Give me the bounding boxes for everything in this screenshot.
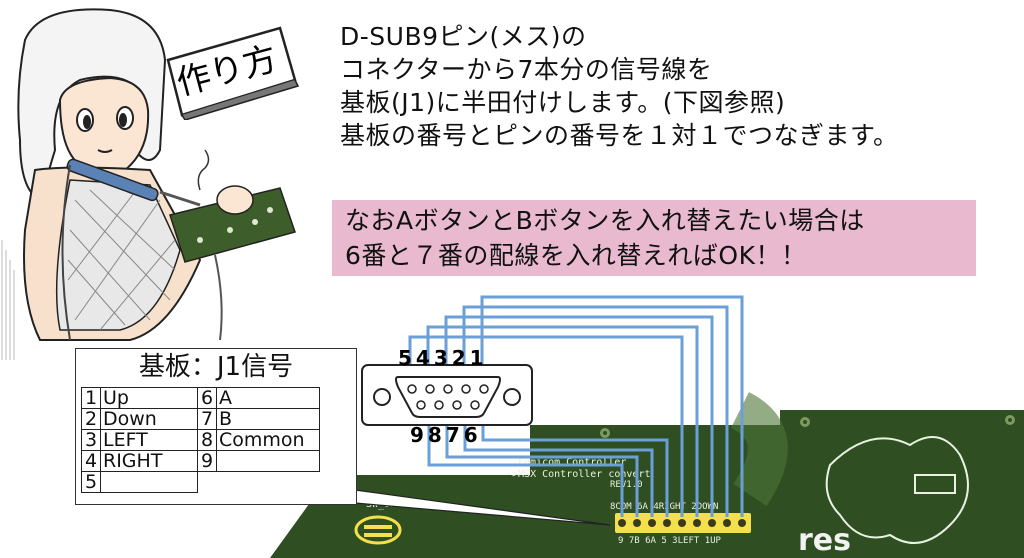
header-top-labels: 8COM 6A 4RIGHT 2DOWN <box>610 502 718 512</box>
dsub9-connector <box>361 364 533 426</box>
table-row: 2 Down 7 B <box>81 408 320 430</box>
note-line: 6番と７番の配線を入れ替えればOK！！ <box>345 241 807 270</box>
pin-number: 8 <box>197 429 217 451</box>
connector-top-pins: 54321 <box>398 346 488 370</box>
connector-bottom-pins: 9876 <box>410 423 482 447</box>
table-row: 5 <box>81 471 320 493</box>
pin-number: 2 <box>81 408 101 430</box>
silk-line1: Famicom Controller <box>518 457 626 468</box>
pin-signal <box>100 471 198 493</box>
pin-number: 7 <box>197 408 217 430</box>
pin-signal: LEFT <box>100 429 198 451</box>
instruction-line: コネクターから7本分の信号線を <box>340 55 713 84</box>
pin-number: 5 <box>81 471 101 493</box>
sticky-note: 作り方 <box>166 26 300 120</box>
table-row: 1 Up 6 A <box>81 387 320 409</box>
pin-map: 基板：J1信号 1 Up 6 A 2 Down 7 B 3 LEFT 8 Com… <box>75 348 357 505</box>
pin-signal: Down <box>100 408 198 430</box>
wiring-diagram: Famicom Controller ->MSX Controller conv… <box>270 295 1024 558</box>
note-highlight <box>332 200 976 276</box>
pin-signal <box>216 450 320 472</box>
instruction-line: D-SUB9ピン(メス)の <box>340 22 587 51</box>
pin-signal: A <box>216 387 320 409</box>
note-text: なおAボタンとBボタンを入れ替えたい場合は 6番と７番の配線を入れ替えればOK！… <box>345 203 865 273</box>
logo-text: res <box>798 523 851 558</box>
instructions: D-SUB9ピン(メス)の コネクターから7本分の信号線を 基板(J1)に半田付… <box>340 20 899 152</box>
board-artwork <box>825 436 969 544</box>
instruction-line: 基板の番号とピンの番号を１対１でつなぎます。 <box>340 121 899 150</box>
pin-number: 1 <box>81 387 101 409</box>
pin-signal: Up <box>100 387 198 409</box>
pin-number <box>198 472 217 493</box>
table-row: 4 RIGHT 9 <box>81 450 320 472</box>
instruction-line: 基板(J1)に半田付けします。(下図参照) <box>340 88 786 117</box>
pin-number: 3 <box>81 429 101 451</box>
pin-signal <box>217 472 320 493</box>
silk-line3: REV1.0 <box>610 480 643 490</box>
pin-map-title: 基板：J1信号 <box>138 352 294 382</box>
pin-number: 6 <box>197 387 217 409</box>
pcb-board <box>270 410 1024 558</box>
wires <box>408 295 744 517</box>
note-line: なおAボタンとBボタンを入れ替えたい場合は <box>345 206 865 235</box>
character-illustration <box>1 8 296 360</box>
pin-signal: B <box>216 408 320 430</box>
silk-line2: ->MSX Controller convert <box>506 469 651 480</box>
pin-number: 9 <box>197 450 217 472</box>
pin-signal: RIGHT <box>100 450 198 472</box>
pin-table: 1 Up 6 A 2 Down 7 B 3 LEFT 8 Common 4 RI… <box>81 387 320 493</box>
table-row: 3 LEFT 8 Common <box>81 429 320 451</box>
pin-number: 4 <box>81 450 101 472</box>
pin-signal: Common <box>216 429 320 451</box>
header-bottom-labels: 9 7B 6A 5 3LEFT 1UP <box>618 536 722 546</box>
switch-icon <box>354 515 402 545</box>
